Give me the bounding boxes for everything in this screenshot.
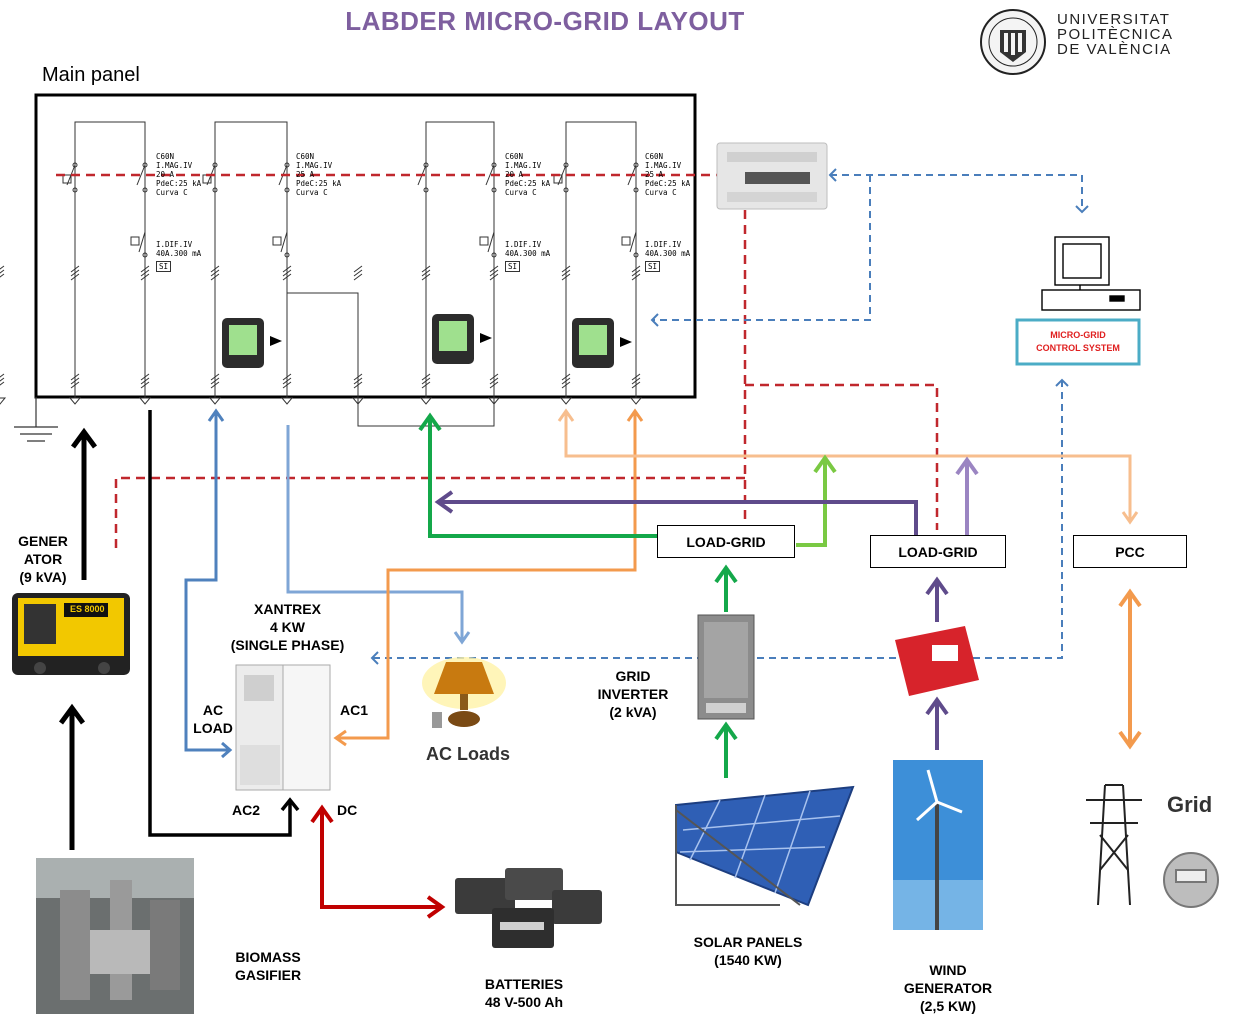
- loadgrid1-lightgreen-arrow: [796, 454, 837, 547]
- load-grid-box-1: LOAD-GRID: [657, 525, 795, 558]
- pcc-box: PCC: [1073, 535, 1187, 568]
- biomass-to-generator-arrow: [58, 703, 86, 850]
- university-seal-logo: [980, 9, 1046, 75]
- loadgrid2-purple-arrow: [434, 490, 918, 535]
- power-meter-icon: [572, 318, 632, 368]
- port-dc-label: DC: [337, 802, 358, 818]
- grid-pylon-icon: [1086, 784, 1219, 908]
- batteries-icon: [455, 868, 602, 948]
- load-grid-box-2: LOAD-GRID: [870, 535, 1006, 568]
- university-line: POLITÈCNICA: [1057, 26, 1174, 43]
- ac-loads-lamp-icon: [422, 657, 506, 728]
- ac-load-blue-arrow: [184, 408, 233, 759]
- computer-icon: [1041, 236, 1141, 311]
- dc-batteries-red-arrow: [310, 804, 446, 919]
- terminal-symbols: [0, 265, 642, 405]
- plc-controller-icon: [716, 142, 828, 210]
- port-ac1-label: AC1: [340, 702, 369, 718]
- solar-panels-icon: [675, 785, 855, 907]
- port-ac2-label: AC2: [232, 802, 261, 818]
- control-lines-blue: [372, 174, 1083, 659]
- wind-inverter-icon: [895, 626, 979, 696]
- loadgrid1-green-arrow: [418, 412, 657, 538]
- biomass-gasifier-icon: [36, 858, 194, 1014]
- power-meter-icon: [222, 318, 282, 368]
- loadgrid2-lightpurple-arrow: [955, 456, 979, 535]
- control-system-box: [1015, 318, 1141, 366]
- generator-badge: ES 8000: [70, 604, 105, 614]
- inverter-to-loadgrid-arrow: [714, 564, 738, 612]
- main-panel-label: Main panel: [42, 64, 140, 86]
- ground-symbol: [14, 397, 58, 442]
- page-title: LABDER MICRO-GRID LAYOUT: [345, 6, 745, 36]
- control-lines-red: [56, 173, 939, 548]
- grid-inverter-icon: [697, 614, 755, 720]
- generator-to-panel-arrow: [70, 427, 98, 580]
- ac-loads-lightblue-arrow: [286, 425, 471, 645]
- university-line: DE VALÈNCIA: [1057, 41, 1172, 58]
- generator-icon: [12, 593, 130, 675]
- switch-symbols: [62, 162, 639, 258]
- pcc-lightorange-arrow: [557, 408, 1139, 525]
- panel-to-ac2-arrow: [148, 410, 300, 837]
- panel-wiring: [74, 121, 637, 427]
- solar-to-inverter-arrow: [714, 721, 738, 778]
- wind-to-inverter-arrow: [925, 696, 949, 750]
- windinv-to-loadgrid-arrow: [925, 576, 949, 622]
- university-name: UNIVERSITAT POLITÈCNICA DE VALÈNCIA: [1057, 12, 1174, 57]
- grid-label: Grid: [1167, 792, 1213, 817]
- control-arrowheads-blue: [370, 168, 1089, 665]
- university-line: UNIVERSITAT: [1057, 11, 1171, 28]
- ac1-orange-arrow: [333, 408, 644, 747]
- solar-label: SOLAR PANELS(1540 KW): [693, 934, 803, 968]
- main-panel-frame: [34, 93, 697, 399]
- ac-loads-label: AC Loads: [426, 744, 511, 764]
- xantrex-inverter-icon: [235, 664, 331, 791]
- wind-turbine-icon: [893, 760, 983, 930]
- pcc-grid-orange-arrow: [1118, 588, 1142, 750]
- power-meter-icon: [432, 314, 492, 364]
